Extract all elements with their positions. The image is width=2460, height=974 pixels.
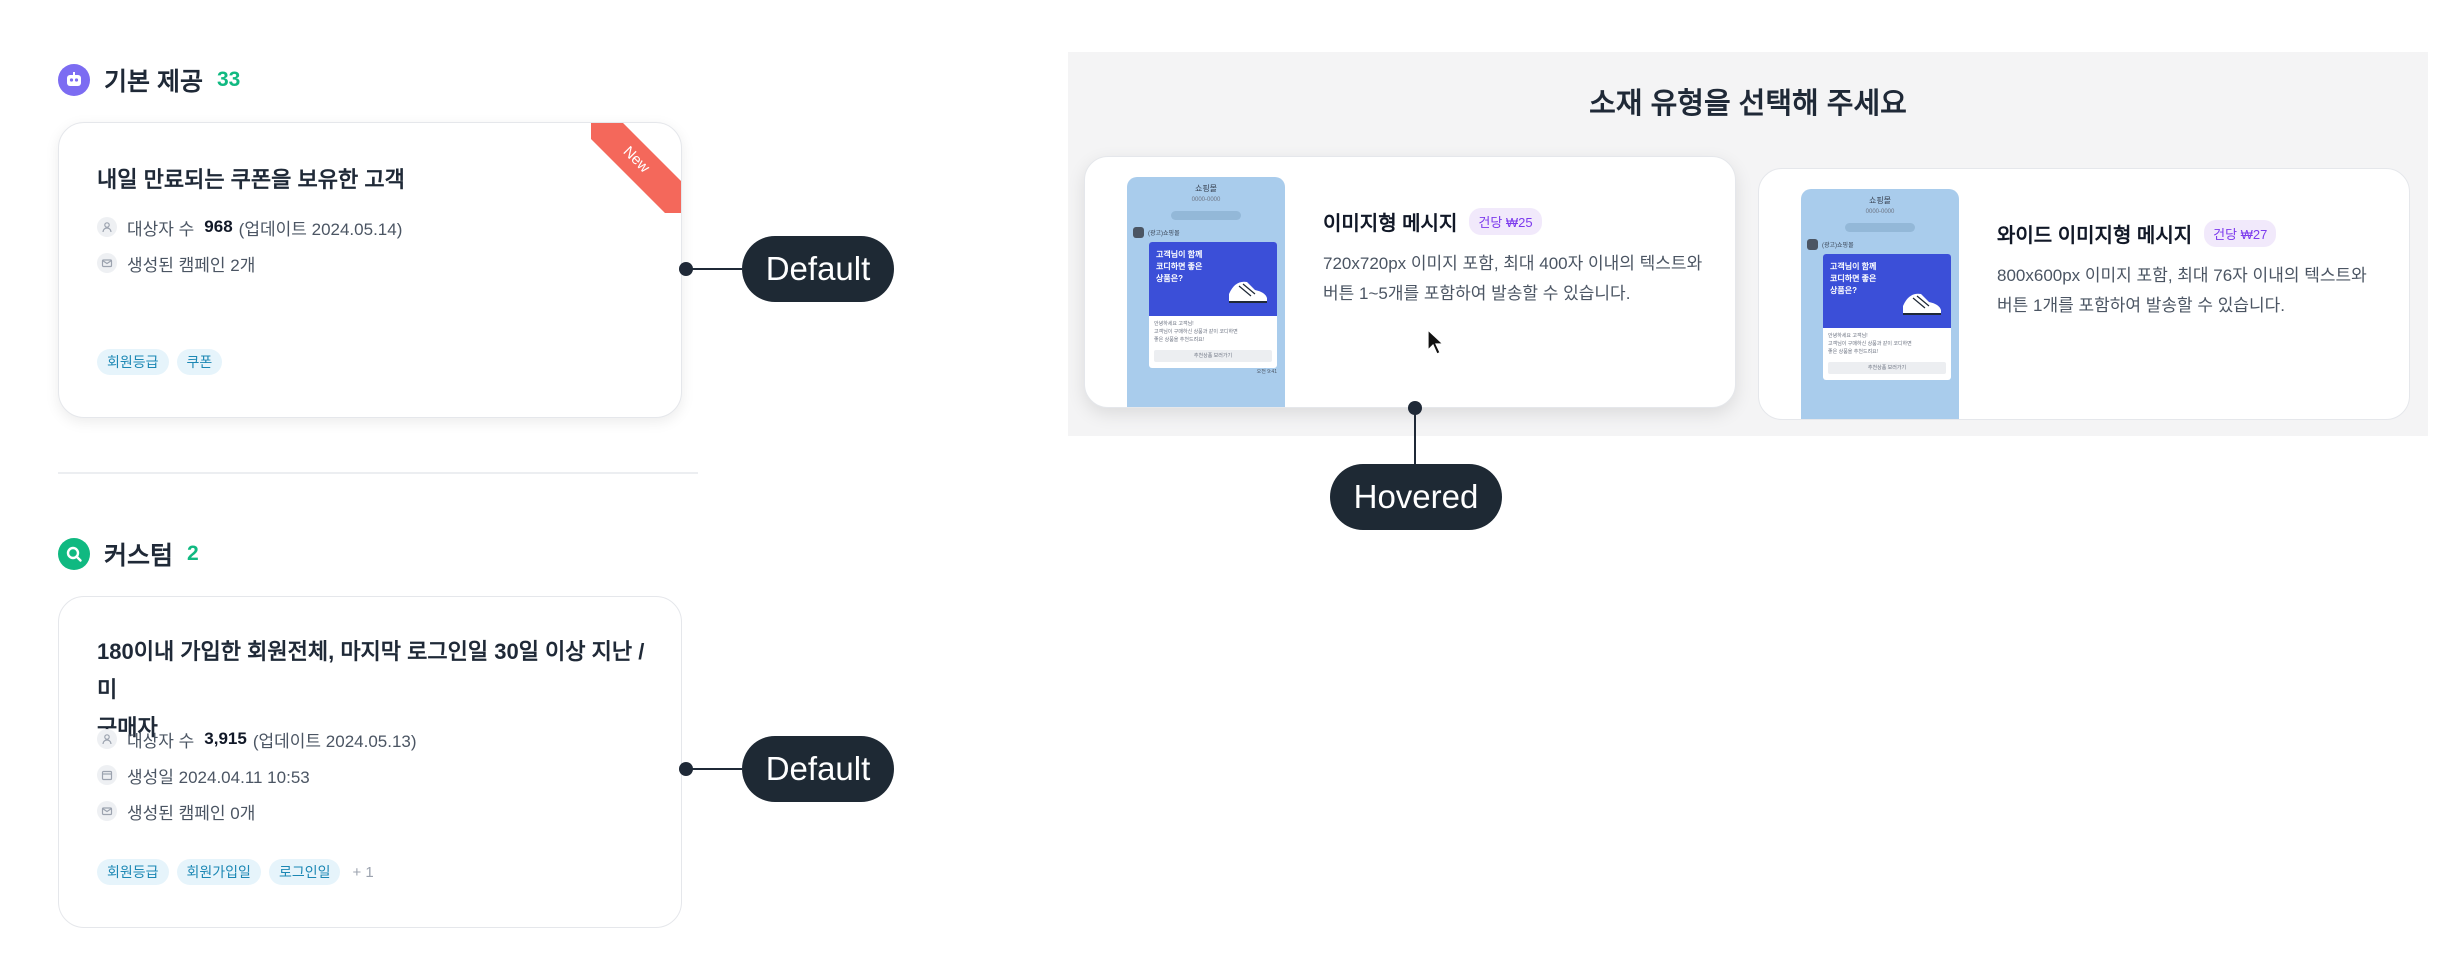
message-type-card-wide-image[interactable]: 쇼핑몰 0000-0000 (광고)쇼핑몰 고객님이 함께 코디하면 좋은 상품… bbox=[1758, 168, 2410, 420]
calendar-icon bbox=[97, 765, 117, 785]
annotation-line bbox=[1414, 408, 1416, 464]
mail-icon bbox=[97, 253, 117, 273]
message-type-name: 와이드 이미지형 메시지 bbox=[1997, 225, 2193, 247]
avatar bbox=[1133, 227, 1144, 238]
segment-title: 내일 만료되는 쿠폰을 보유한 고객 bbox=[97, 167, 405, 192]
audience-row: 대상자 수 3,915 (업데이트 2024.05.13) bbox=[97, 721, 417, 757]
default-state-label: Default bbox=[742, 236, 894, 302]
section-divider bbox=[58, 472, 698, 474]
message-type-name: 이미지형 메시지 bbox=[1323, 213, 1458, 235]
message-type-description: 720x720px 이미지 포함, 최대 400자 이내의 텍스트와 버튼 1~… bbox=[1323, 254, 1703, 303]
basic-section-title: 기본 제공 bbox=[104, 68, 203, 96]
search-segment-icon bbox=[58, 538, 90, 570]
custom-section-count: 2 bbox=[187, 542, 199, 565]
segment-card-custom[interactable]: 180이내 가입한 회원전체, 마지막 로그인일 30일 이상 지난 / 미 구… bbox=[58, 596, 682, 928]
created-row: 생성일 2024.04.11 10:53 bbox=[97, 757, 417, 793]
tag-list: 회원등급 회원가입일 로그인일 + 1 bbox=[97, 859, 374, 885]
mail-icon bbox=[97, 801, 117, 821]
new-badge: New bbox=[591, 123, 681, 213]
annotation-line bbox=[686, 768, 742, 770]
basic-section-header: 기본 제공 33 bbox=[58, 62, 240, 98]
campaign-row: 생성된 캠페인 0개 bbox=[97, 793, 417, 829]
hovered-state-label: Hovered bbox=[1330, 464, 1502, 530]
custom-section-title: 커스텀 bbox=[104, 542, 174, 570]
mouse-cursor-icon bbox=[1427, 328, 1445, 355]
custom-section-header: 커스텀 2 bbox=[58, 536, 199, 572]
price-badge: 건당 ₩27 bbox=[2204, 220, 2277, 247]
audience-count: 968 bbox=[204, 217, 233, 236]
message-bubble: 고객님이 함께 코디하면 좋은 상품은? 안녕하세요 고객님! 고객님이 구매하… bbox=[1823, 254, 1951, 380]
tag: 회원등급 bbox=[97, 859, 169, 885]
more-tags-count: + 1 bbox=[352, 863, 374, 881]
basic-section-count: 33 bbox=[216, 68, 241, 91]
segment-card-basic[interactable]: New 내일 만료되는 쿠폰을 보유한 고객 대상자 수 968 (업데이트 2… bbox=[58, 122, 682, 418]
tag-list: 회원등급 쿠폰 bbox=[97, 349, 223, 375]
message-preview: 쇼핑몰 0000-0000 (광고)쇼핑몰 고객님이 함께 코디하면 좋은 상품… bbox=[1127, 177, 1285, 407]
avatar bbox=[1807, 239, 1818, 250]
shoe-icon bbox=[1229, 281, 1267, 303]
tag: 쿠폰 bbox=[176, 349, 223, 375]
message-type-card-image[interactable]: 쇼핑몰 0000-0000 (광고)쇼핑몰 고객님이 함께 코디하면 좋은 상품… bbox=[1084, 156, 1736, 408]
audience-count: 3,915 bbox=[204, 729, 247, 748]
annotation-line bbox=[686, 268, 742, 270]
campaign-row: 생성된 캠페인 2개 bbox=[97, 245, 402, 281]
robot-icon bbox=[58, 64, 90, 96]
new-ribbon: New bbox=[591, 123, 681, 213]
tag: 로그인일 bbox=[268, 859, 341, 885]
message-type-description: 800x600px 이미지 포함, 최대 76자 이내의 텍스트와 버튼 1개를… bbox=[1997, 266, 2367, 315]
message-bubble: 고객님이 함께 코디하면 좋은 상품은? 안녕하세요 고객님! 고객님이 구매하… bbox=[1149, 242, 1277, 368]
person-icon bbox=[97, 217, 117, 237]
message-type-panel: 소재 유형을 선택해 주세요 쇼핑몰 0000-0000 (광고)쇼핑몰 고객님… bbox=[1068, 52, 2428, 436]
tag: 회원가입일 bbox=[176, 859, 261, 885]
panel-title: 소재 유형을 선택해 주세요 bbox=[1589, 88, 1907, 120]
default-state-label: Default bbox=[742, 736, 894, 802]
shoe-icon bbox=[1903, 293, 1941, 315]
price-badge: 건당 ₩25 bbox=[1469, 208, 1542, 235]
audience-row: 대상자 수 968 (업데이트 2024.05.14) bbox=[97, 209, 402, 245]
message-preview: 쇼핑몰 0000-0000 (광고)쇼핑몰 고객님이 함께 코디하면 좋은 상품… bbox=[1801, 189, 1959, 419]
person-icon bbox=[97, 729, 117, 749]
segment-title: 180이내 가입한 회원전체, 마지막 로그인일 30일 이상 지난 / 미 bbox=[97, 639, 645, 702]
tag: 회원등급 bbox=[97, 349, 169, 375]
